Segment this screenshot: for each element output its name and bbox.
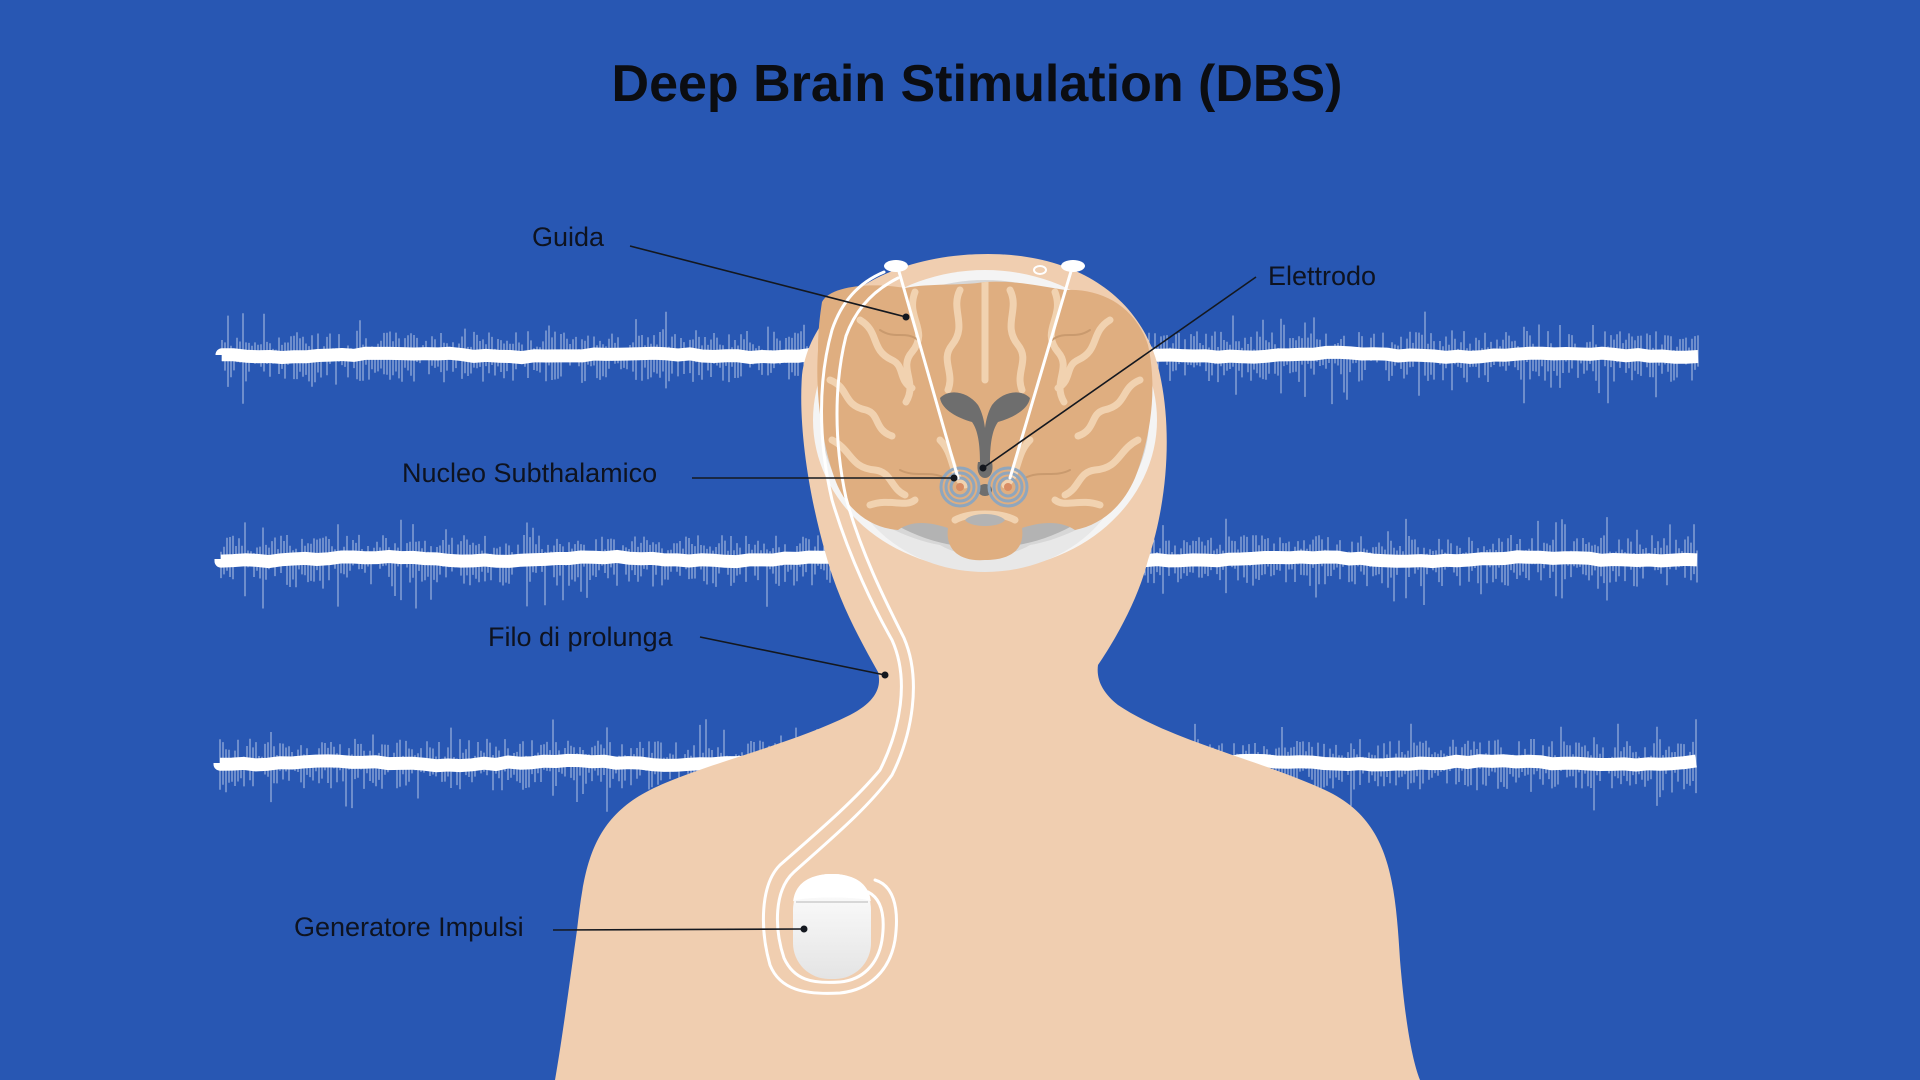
electrode-leads xyxy=(896,266,1074,480)
extension-wire-2 xyxy=(775,276,915,984)
burr-hole-cap-right xyxy=(1061,260,1085,272)
ventricles xyxy=(940,392,1030,462)
pulse-generator xyxy=(793,874,871,979)
leader-anchors xyxy=(800,313,987,933)
leader-lines xyxy=(552,245,1257,931)
body-silhouette xyxy=(555,254,1420,1080)
burr-hole-cap-right-2 xyxy=(1033,265,1047,275)
page-title: Deep Brain Stimulation (DBS) xyxy=(612,55,1343,113)
subthalamic-nucleus-right xyxy=(987,466,1029,508)
subthalamic-nucleus-left xyxy=(939,466,981,508)
label-elettrodo: Elettrodo xyxy=(1268,261,1376,291)
brain-sulci-dark xyxy=(879,329,1091,479)
label-guida: Guida xyxy=(532,222,605,252)
burr-hole-cap-left xyxy=(884,260,908,272)
label-generatore-impulsi: Generatore Impulsi xyxy=(294,912,524,942)
label-nucleo-subthalamico: Nucleo Subthalamico xyxy=(402,458,657,488)
pulse-generator-header xyxy=(793,874,871,905)
brainstem-notch xyxy=(965,514,1005,526)
label-filo-di-prolunga: Filo di prolunga xyxy=(488,622,674,652)
skull-base xyxy=(855,500,1115,572)
extension-wire xyxy=(762,270,903,995)
